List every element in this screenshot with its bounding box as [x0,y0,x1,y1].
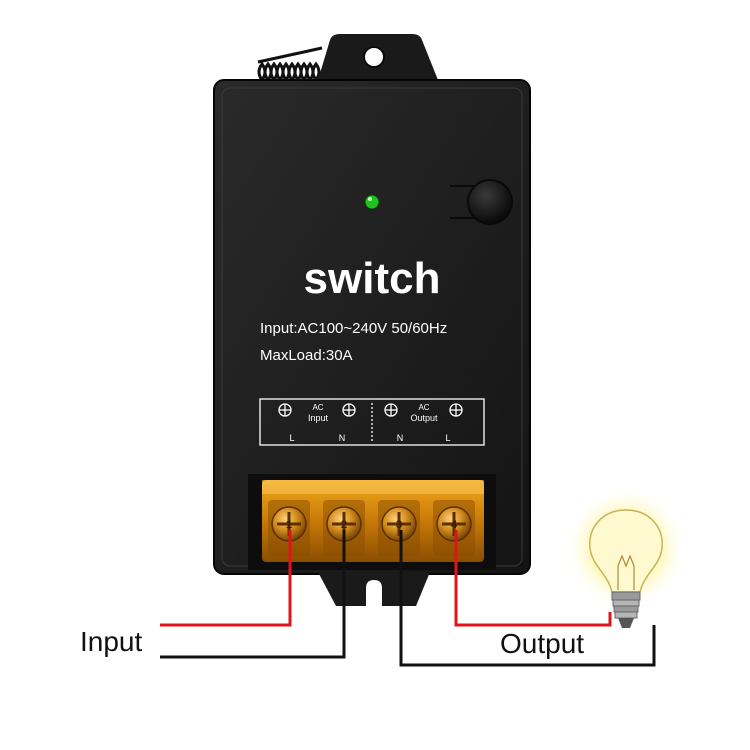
terminal-number-2: 2 [341,519,347,531]
legend-input-label: Input [308,413,329,423]
ground-symbol-1 [278,403,292,417]
legend-output-right: L [445,433,450,443]
terminal-screw-3[interactable]: 3 [378,500,420,556]
output-label: Output [500,628,584,659]
input-live-wire [160,530,292,627]
legend-output-label: Output [410,413,438,423]
antenna-coil [257,46,323,81]
input-neutral-wire [160,530,346,659]
terminal-number-3: 3 [396,519,402,531]
max-load-text: MaxLoad:30A [260,347,353,364]
status-led [364,194,380,210]
terminal-screw-2[interactable]: 2 [323,500,365,556]
legend-input-left: L [289,433,294,443]
legend-input-ac: AC [312,403,323,412]
output-live-wire [454,530,612,627]
terminal-screw-4[interactable]: 4 [433,500,475,556]
light-bulb-icon [564,486,688,628]
terminal-number-1: 1 [286,519,292,531]
legend-output-ac: AC [418,403,429,412]
legend-input-right: N [339,433,346,443]
learn-button[interactable] [450,179,513,225]
input-spec-text: Input:AC100~240V 50/60Hz [260,320,447,337]
terminal-legend [259,398,485,446]
mounting-hole-top [363,46,385,68]
output-neutral-wire [399,530,656,667]
ground-symbol-3 [384,403,398,417]
ground-symbol-2 [342,403,356,417]
brand-text: switch [304,254,441,303]
ground-symbol-4 [449,403,463,417]
terminal-screw-1[interactable]: 1 [268,500,310,556]
input-label: Input [80,626,142,657]
terminal-number-4: 4 [451,519,458,531]
legend-output-left: N [397,433,404,443]
